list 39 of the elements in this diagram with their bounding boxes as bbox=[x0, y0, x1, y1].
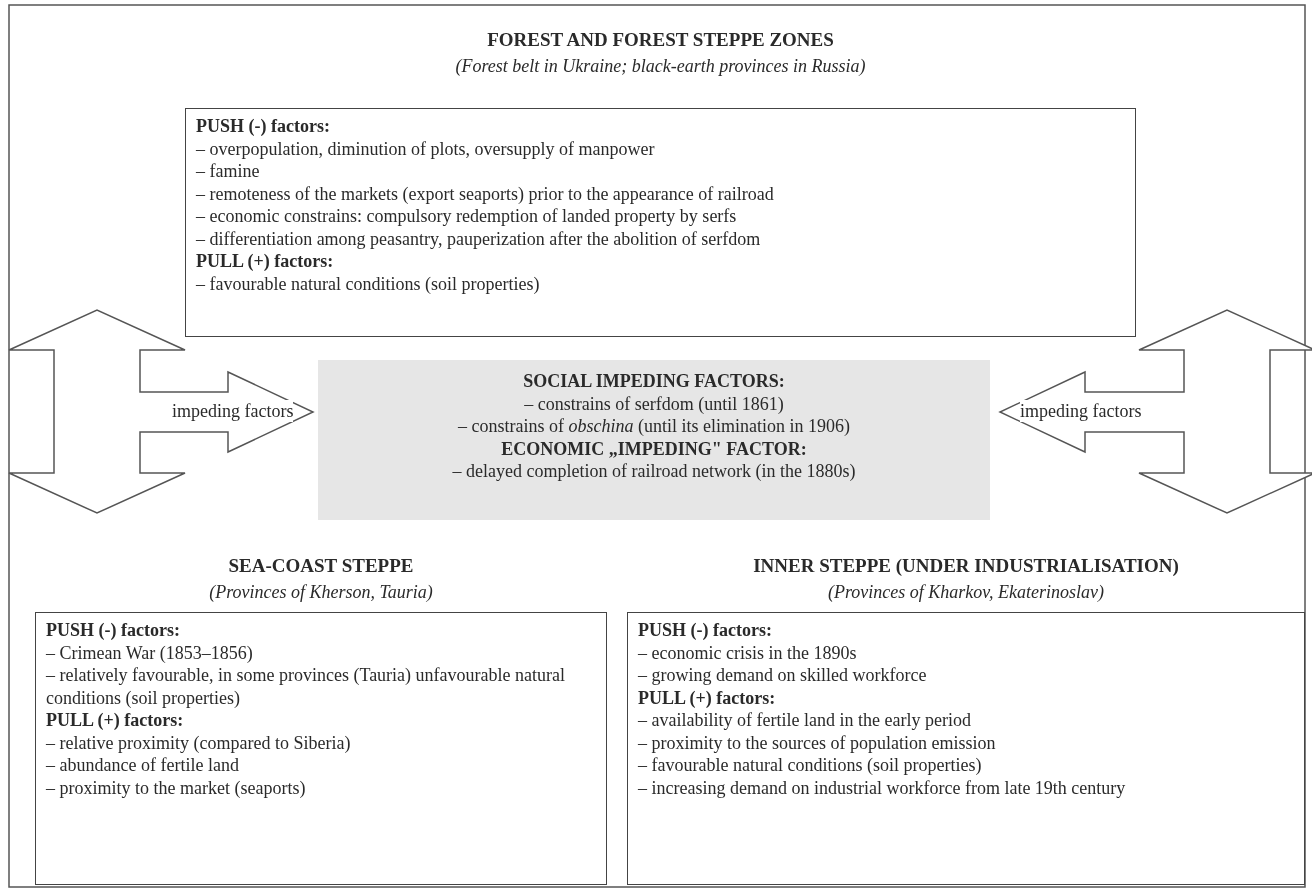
zone-heading: SEA-COAST STEPPE bbox=[227, 554, 415, 578]
list-item: – abundance of fertile land bbox=[46, 754, 240, 777]
block-arrow bbox=[8, 309, 315, 514]
section-heading: PUSH (-) factors: bbox=[196, 115, 331, 138]
list-item: – delayed completion of railroad network (in the 1880s) bbox=[451, 460, 857, 483]
section-heading: PULL (+) factors: bbox=[46, 709, 185, 732]
list-item: – famine bbox=[196, 160, 261, 183]
list-item: – growing demand on skilled workforce bbox=[638, 664, 928, 687]
list-item: – economic constrains: compulsory redemption of landed property by serfs bbox=[196, 205, 738, 228]
list-item: – economic crisis in the 1890s bbox=[638, 641, 858, 664]
list-item: – Crimean War (1853–1856) bbox=[46, 641, 254, 664]
list-item: – availability of fertile land in the early period bbox=[638, 709, 972, 732]
list-item: – favourable natural conditions (soil properties) bbox=[196, 272, 541, 295]
list-item: – remoteness of the markets (export seaports) prior to the appearance of railroad bbox=[196, 182, 775, 205]
section-heading: SOCIAL IMPEDING FACTORS: bbox=[522, 370, 786, 393]
list-item: – increasing demand on industrial workforce from late 19th century bbox=[638, 776, 1127, 799]
section-heading: PUSH (-) factors: bbox=[46, 619, 181, 642]
edge-label: impeding factors bbox=[172, 400, 294, 422]
section-heading: PUSH (-) factors: bbox=[638, 619, 773, 642]
highlight-panel bbox=[318, 360, 990, 520]
zone-subtitle: (Provinces of Kharkov, Ekaterinoslav) bbox=[827, 581, 1105, 603]
list-item: – constrains of obschina (until its elimination in 1906) bbox=[457, 415, 851, 438]
list-item: – relative proximity (compared to Siberia) bbox=[46, 731, 352, 754]
zone-subtitle: (Provinces of Kherson, Tauria) bbox=[208, 581, 434, 603]
list-item: – differentiation among peasantry, pauperization after the abolition of serfdom bbox=[196, 227, 762, 250]
block-arrow bbox=[998, 309, 1312, 514]
list-item: – relatively favourable, in some provinces (Tauria) unfavourable natural conditions (soil properties) bbox=[46, 664, 567, 709]
section-heading: PULL (+) factors: bbox=[638, 686, 777, 709]
edge-label: impeding factors bbox=[1020, 400, 1142, 422]
section-heading: ECONOMIC „IMPEDING" FACTOR: bbox=[500, 437, 808, 460]
section-heading: PULL (+) factors: bbox=[196, 250, 335, 273]
list-item: – favourable natural conditions (soil properties) bbox=[638, 754, 983, 777]
list-item: – overpopulation, diminution of plots, oversupply of manpower bbox=[196, 137, 656, 160]
zone-heading: INNER STEPPE (UNDER INDUSTRIALISATION) bbox=[752, 554, 1180, 578]
list-item: – proximity to the market (seaports) bbox=[46, 776, 307, 799]
list-item: – constrains of serfdom (until 1861) bbox=[523, 392, 785, 415]
list-item: – proximity to the sources of population emission bbox=[638, 731, 997, 754]
zone-heading: FOREST AND FOREST STEPPE ZONES bbox=[486, 28, 835, 52]
zone-subtitle: (Forest belt in Ukraine; black-earth provinces in Russia) bbox=[454, 55, 867, 77]
